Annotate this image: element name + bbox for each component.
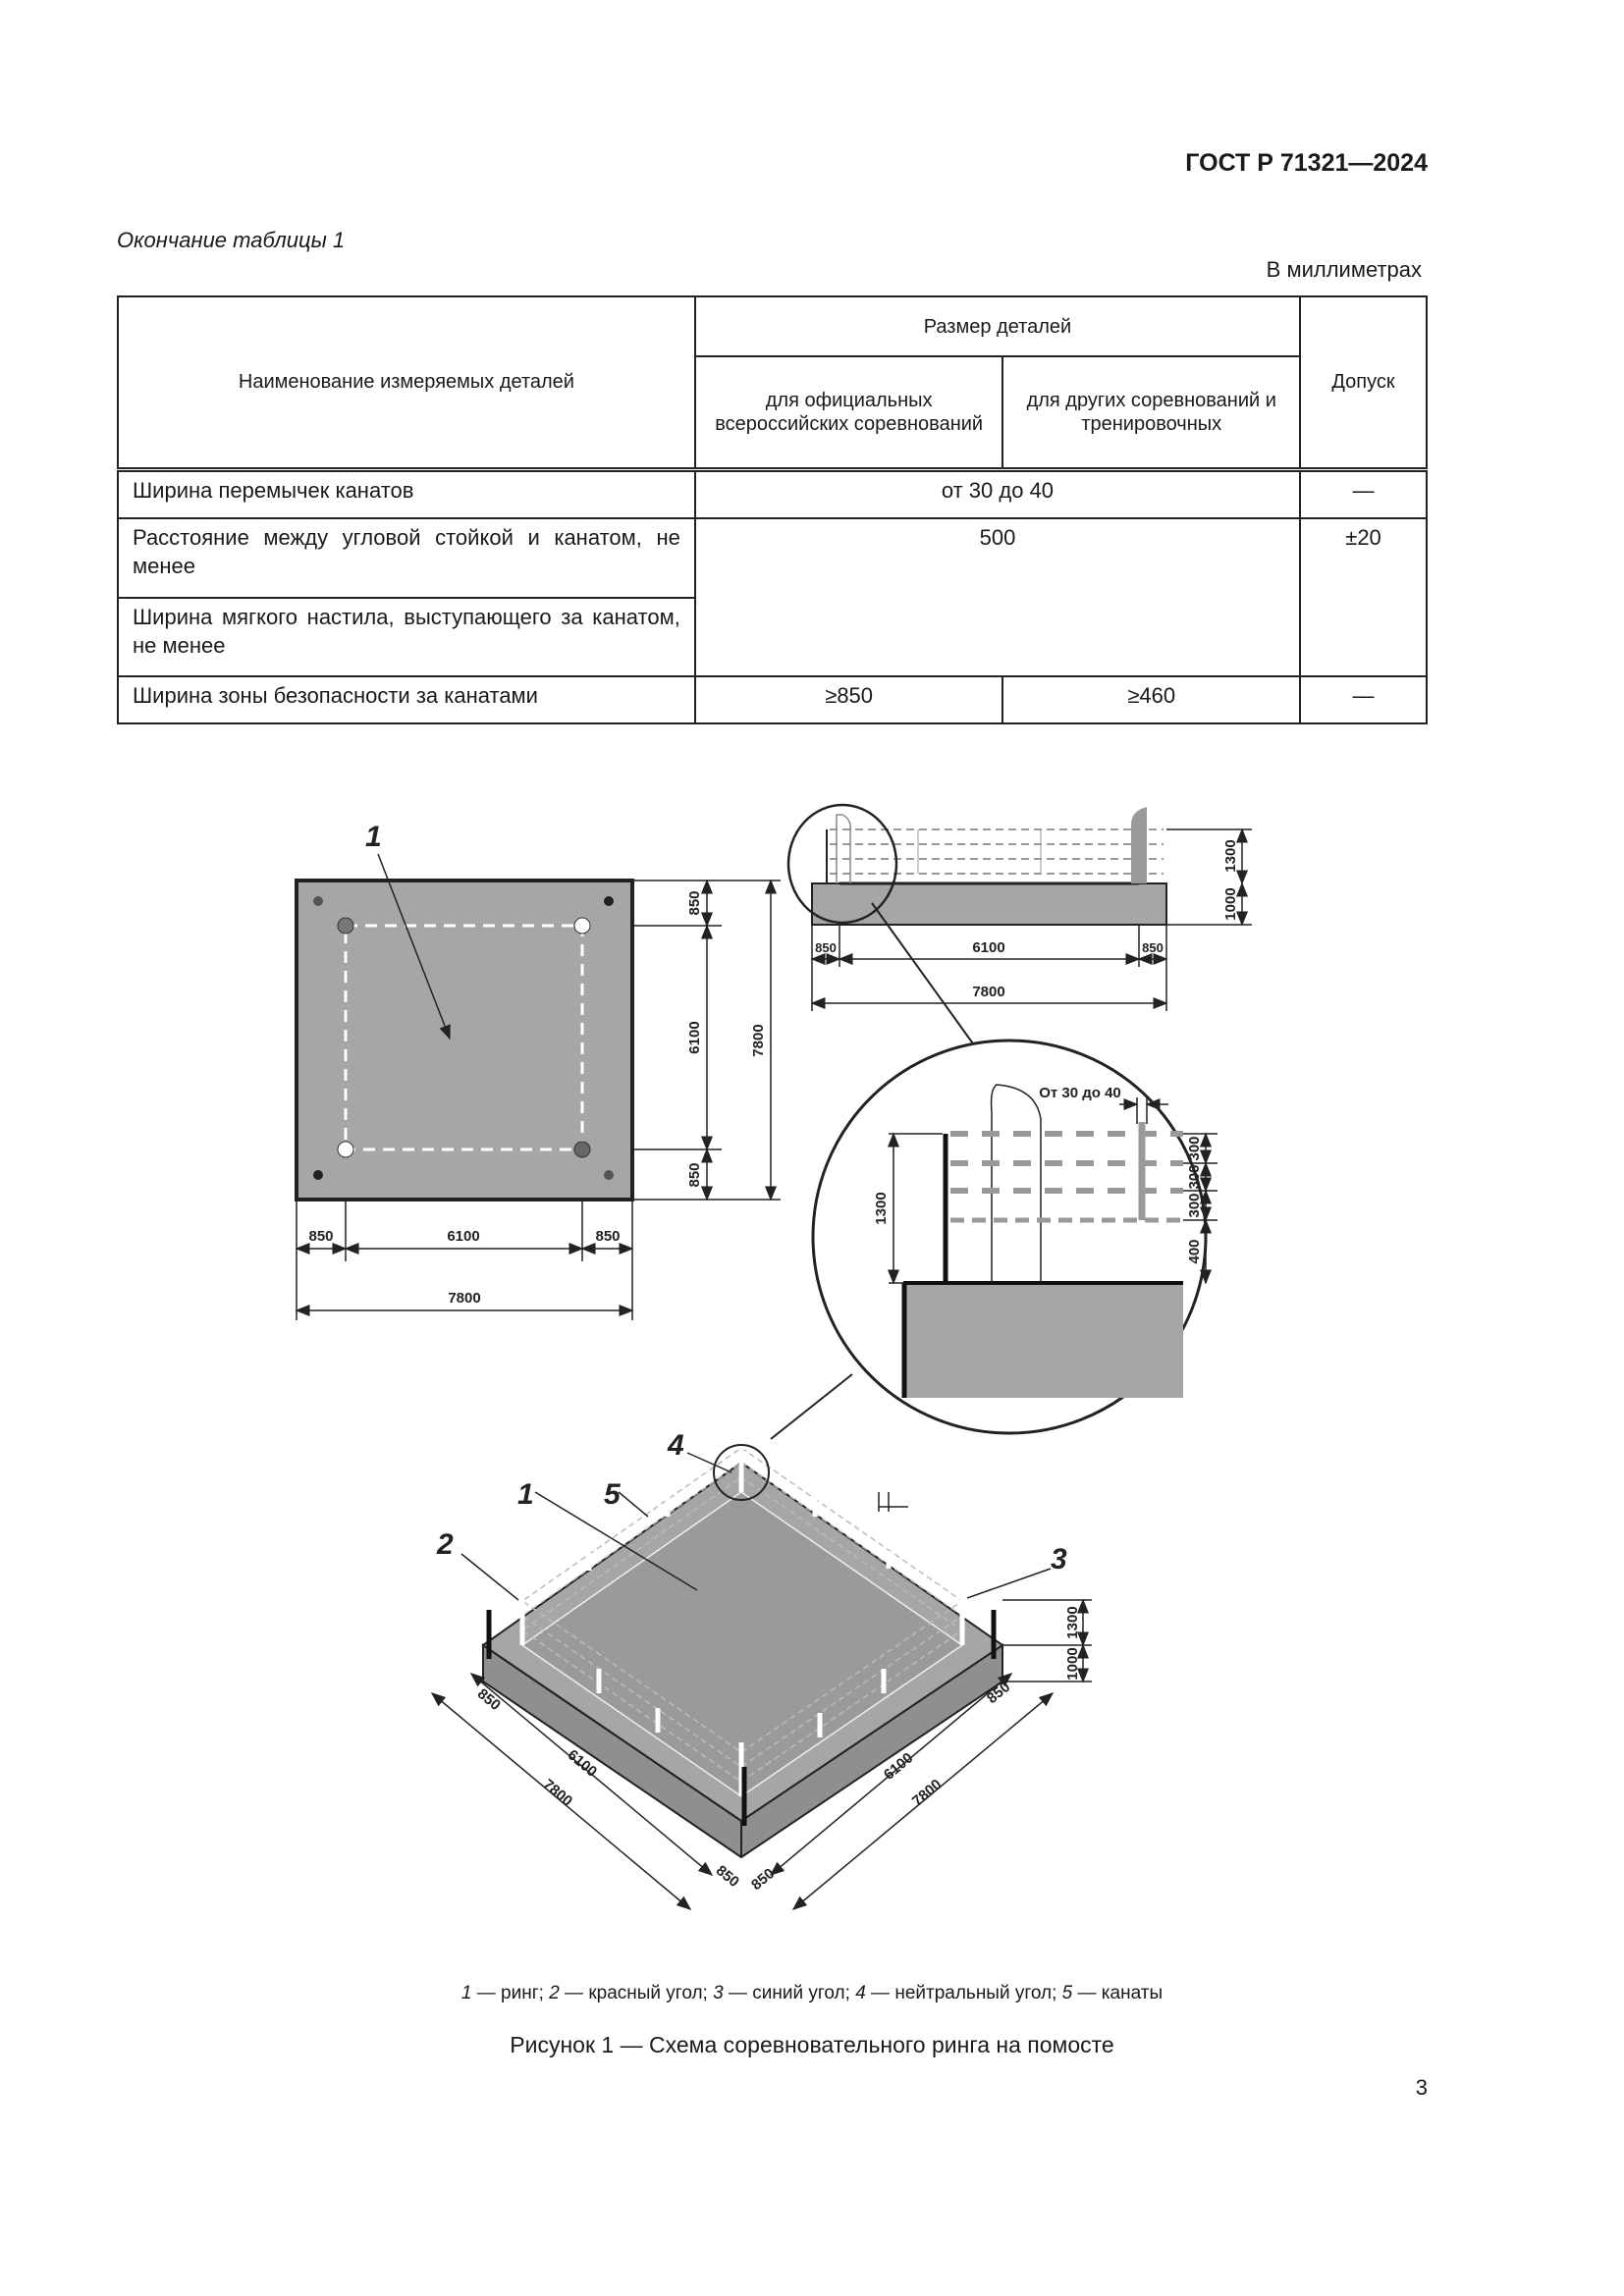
legend-num: 5 <box>1061 1983 1073 2003</box>
top-view: 1 850 6100 850 7800 850 6100 850 7800 <box>295 821 781 1320</box>
blue-corner-post-icon <box>573 1141 591 1158</box>
row-size: от 30 до 40 <box>693 468 1302 519</box>
dim-850: 850 <box>748 1865 778 1894</box>
document-number: ГОСТ Р 71321—2024 <box>1185 149 1428 177</box>
legend-num: 3 <box>713 1983 724 2003</box>
header-size: Размер деталей <box>693 295 1302 357</box>
dim-1300: 1300 <box>873 1192 890 1224</box>
dim-7800: 7800 <box>540 1776 575 1809</box>
dim-300: 300 <box>1186 1193 1203 1217</box>
neutral-corner-post-icon <box>573 917 591 934</box>
figure-legend: 1 — ринг; 2 — красный угол; 3 — синий уг… <box>0 1983 1624 2004</box>
red-corner-post-icon <box>337 917 354 934</box>
detail-view: От 30 до 40 1300 300 300 300 400 <box>770 1039 1218 1440</box>
dim-300: 300 <box>1186 1136 1203 1160</box>
dimensions-table: Наименование измеряемых деталей Размер д… <box>117 295 1428 724</box>
dim-6100: 6100 <box>686 1021 703 1053</box>
dim-7800: 7800 <box>750 1024 767 1056</box>
row-name: Расстояние между угловой стойкой и канат… <box>117 517 696 599</box>
table-row: Расстояние между угловой стойкой и канат… <box>117 517 1428 677</box>
row-name: Ширина зоны безопасности за канатами <box>117 675 696 724</box>
legend-text: — красный угол; <box>559 1983 714 2003</box>
legend-text: — ринг; <box>471 1983 550 2003</box>
table-row: Ширина мягкого настила, выступающего за … <box>117 597 1427 677</box>
dim-850: 850 <box>686 1162 703 1187</box>
figure-caption: Рисунок 1 — Схема соревновательного ринг… <box>510 2032 1114 2057</box>
header-name: Наименование измеряемых деталей <box>117 295 696 472</box>
neutral-corner-post-icon <box>337 1141 354 1158</box>
dim-6100: 6100 <box>447 1228 479 1245</box>
dim-6100: 6100 <box>972 939 1004 956</box>
label-ring: 1 <box>517 1478 534 1511</box>
dim-850: 850 <box>308 1228 333 1245</box>
dim-1000: 1000 <box>1222 887 1239 920</box>
legend-text: — канаты <box>1072 1983 1164 2003</box>
label-blue-corner: 3 <box>1051 1543 1067 1575</box>
page-number: 3 <box>1415 2075 1428 2100</box>
isometric-view: 4 1 5 2 3 1300 1000 850 6100 7800 850 85… <box>430 1429 1092 1910</box>
dim-bridge-width: От 30 до 40 <box>1039 1085 1121 1101</box>
dim-7800: 7800 <box>909 1776 945 1809</box>
dim-850: 850 <box>686 890 703 915</box>
stool-icon <box>604 1170 614 1180</box>
label-red-corner: 2 <box>436 1528 454 1561</box>
legend-text: — синий угол; <box>723 1983 856 2003</box>
table-caption: Окончание таблицы 1 <box>117 228 346 252</box>
legend-num: 4 <box>855 1983 866 2003</box>
label-neutral-corner: 4 <box>667 1429 684 1462</box>
stool-icon <box>604 896 614 906</box>
header-tolerance: Допуск <box>1299 295 1428 472</box>
dim-400: 400 <box>1186 1239 1203 1263</box>
row-size: 500 <box>693 517 1302 677</box>
label-ring: 1 <box>365 821 382 853</box>
stool-icon <box>313 1170 323 1180</box>
dim-850: 850 <box>713 1862 742 1891</box>
table-row: Ширина перемычек канатов от 30 до 40 — <box>117 468 1428 519</box>
dim-850: 850 <box>595 1228 620 1245</box>
dim-850: 850 <box>1142 940 1164 955</box>
legend-num: 1 <box>460 1983 472 2003</box>
units-note: В миллиметрах <box>1266 257 1422 282</box>
dim-1000: 1000 <box>1064 1647 1081 1680</box>
header-size-other: для других соревнований и тренировочных <box>1001 355 1302 472</box>
header-size-official: для официальных всероссийских соревнован… <box>693 355 1004 472</box>
stool-icon <box>313 896 323 906</box>
dim-7800: 7800 <box>972 984 1004 1000</box>
legend-text: — нейтральный угол; <box>865 1983 1062 2003</box>
dim-7800: 7800 <box>448 1290 480 1307</box>
row-name: Ширина перемычек канатов <box>117 468 696 519</box>
dim-300: 300 <box>1186 1164 1203 1189</box>
row-tolerance: — <box>1299 468 1428 519</box>
row-size-other: ≥460 <box>1001 675 1302 724</box>
dim-1300: 1300 <box>1064 1606 1081 1638</box>
legend-num: 2 <box>549 1983 560 2003</box>
row-name: Ширина мягкого настила, выступающего за … <box>117 597 696 677</box>
row-tolerance: — <box>1299 675 1428 724</box>
table-row: Ширина зоны безопасности за канатами ≥85… <box>117 675 1428 724</box>
label-ropes: 5 <box>604 1478 622 1511</box>
side-view: 1300 1000 850 6100 850 7800 <box>786 803 1252 1047</box>
ropes-outline <box>344 924 584 1151</box>
dim-850: 850 <box>815 940 837 955</box>
row-size-official: ≥850 <box>693 675 1004 724</box>
dim-1300: 1300 <box>1222 839 1239 872</box>
row-tolerance: ±20 <box>1299 517 1428 677</box>
